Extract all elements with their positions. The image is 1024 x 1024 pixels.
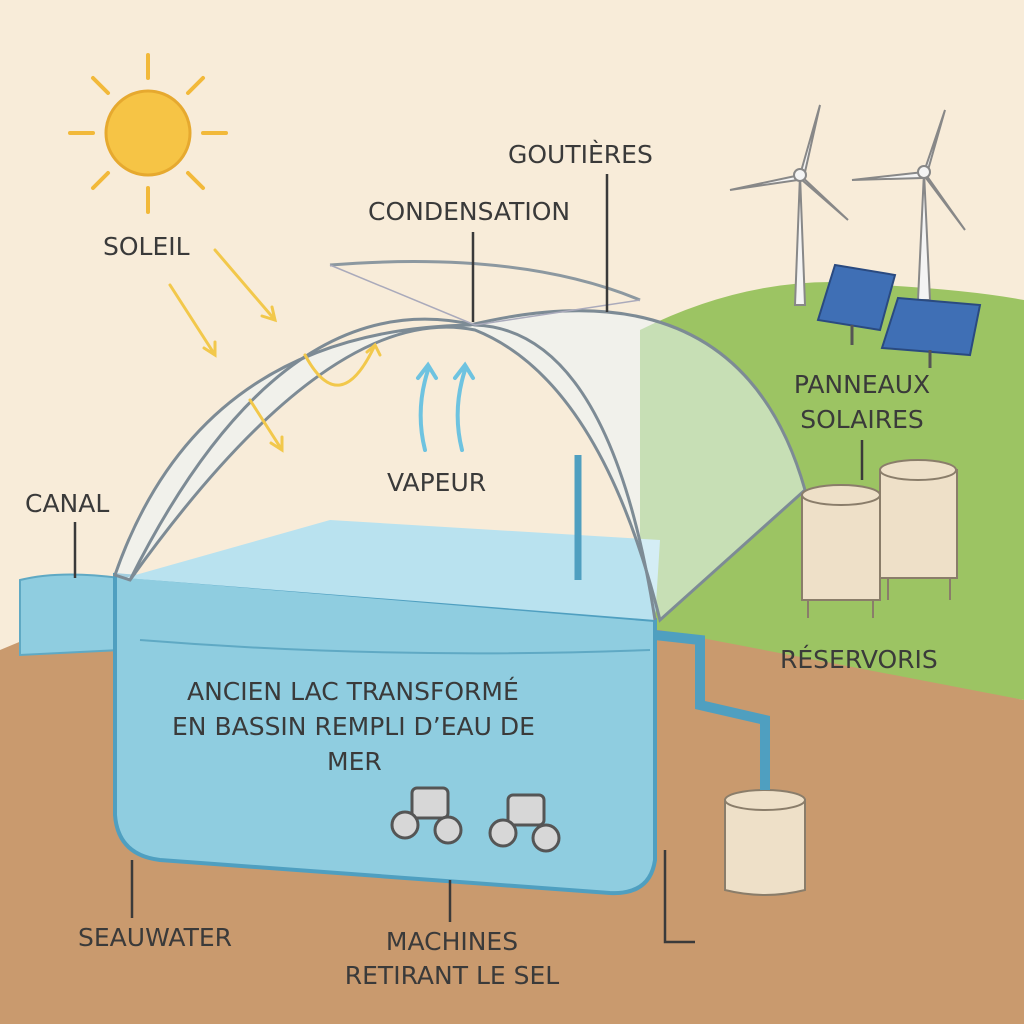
label-machines-1: MACHINES	[386, 927, 518, 956]
label-seawater: SEAUWATER	[78, 923, 232, 952]
label-condensation: CONDENSATION	[368, 197, 570, 226]
pipe	[654, 630, 770, 790]
solar-panel	[880, 296, 982, 368]
desalination-machine	[488, 793, 561, 853]
label-solar-panels-1: PANNEAUX	[794, 370, 930, 399]
reservoir-tank	[801, 484, 881, 618]
desalination-machine	[390, 786, 463, 845]
reservoir-tank	[879, 459, 958, 600]
label-basin-1: ANCIEN LAC TRANSFORMÉ	[187, 677, 519, 706]
label-solar-panels-2: SOLAIRES	[800, 405, 924, 434]
label-canal: CANAL	[25, 489, 109, 518]
canal-water	[19, 573, 121, 657]
label-reservoirs: RÉSERVORIS	[780, 645, 938, 674]
label-basin-3: MER	[327, 747, 382, 776]
collection-tank	[724, 789, 806, 896]
label-sun: SOLEIL	[103, 232, 190, 261]
sunlight-arrow	[168, 248, 382, 453]
basin-surface	[125, 520, 660, 620]
solar-panel	[816, 263, 897, 345]
label-gutters: GOUTIÈRES	[508, 140, 653, 169]
sun-icon	[68, 53, 228, 214]
vapor-arrow	[416, 361, 475, 452]
label-vapor: VAPEUR	[387, 468, 486, 497]
wind-turbine	[729, 104, 849, 306]
label-machines-2: RETIRANT LE SEL	[345, 961, 560, 990]
label-basin-2: EN BASSIN REMPLI D’EAU DE	[172, 712, 535, 741]
